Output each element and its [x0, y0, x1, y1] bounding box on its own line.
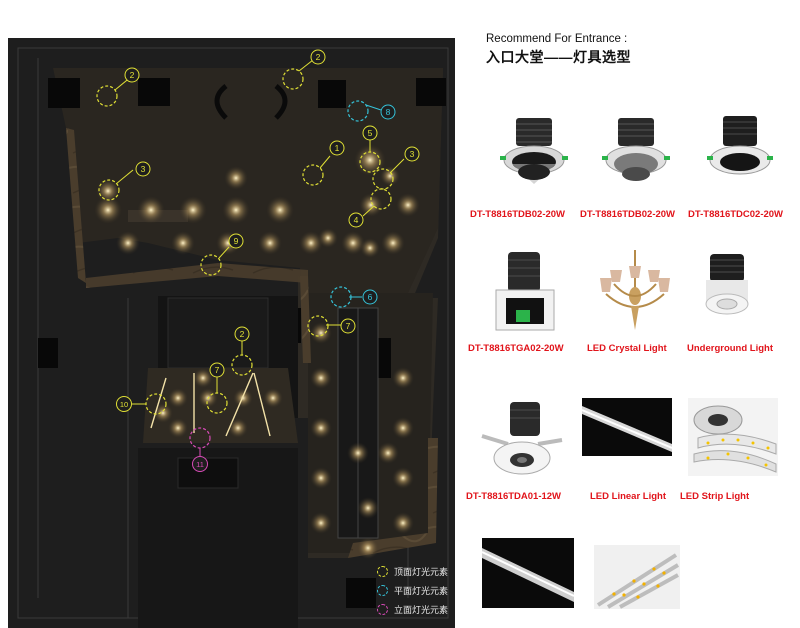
recessed-downlight-black-reflector-icon	[498, 112, 570, 199]
linear-light-profile-icon	[582, 398, 672, 456]
svg-text:6: 6	[368, 292, 373, 302]
product-caption-1: DT-T8816TDB02-20W	[470, 209, 566, 220]
ceiling-marker-icon	[377, 566, 388, 577]
recessed-downlight-black-trim-icon	[705, 112, 775, 199]
svg-text:2: 2	[240, 329, 245, 339]
legend-floor-label: 平面灯光元素	[394, 586, 449, 596]
marker-10: 10	[116, 396, 132, 412]
svg-text:3: 3	[141, 164, 146, 174]
marker-8: 8	[380, 104, 396, 120]
product-caption-5: LED Crystal Light	[587, 343, 667, 354]
legend-ceiling: 顶面灯光元素	[377, 565, 448, 578]
led-bar-strips-icon	[594, 545, 680, 609]
marker-2-b: 2	[310, 49, 326, 65]
marker-4: 4	[348, 212, 364, 228]
svg-text:1: 1	[335, 143, 340, 153]
marker-5: 5	[362, 125, 378, 141]
legend-wall-label: 立面灯光元素	[394, 605, 449, 615]
legend-ceiling-label: 顶面灯光元素	[394, 567, 449, 577]
marker-2-c: 2	[234, 326, 250, 342]
product-caption-6: Underground Light	[687, 343, 774, 354]
marker-3-b: 3	[404, 146, 420, 162]
legend-wall: 立面灯光元素	[377, 603, 448, 616]
crystal-chandelier-icon	[596, 250, 674, 341]
svg-text:4: 4	[354, 215, 359, 225]
marker-11: 11	[192, 456, 208, 472]
marker-1: 1	[329, 140, 345, 156]
recessed-downlight-gray-reflector-icon	[600, 112, 672, 199]
marker-2-a: 2	[124, 67, 140, 83]
legend-floor: 平面灯光元素	[377, 584, 448, 597]
wall-marker-icon	[377, 604, 388, 615]
product-caption-3: DT-T8816TDC02-20W	[688, 209, 784, 220]
svg-text:10: 10	[120, 400, 128, 409]
marker-7-b: 7	[209, 362, 225, 378]
product-caption-2: DT-T8816TDB02-20W	[580, 209, 676, 220]
floor-marker-icon	[377, 585, 388, 596]
svg-text:9: 9	[234, 236, 239, 246]
underground-light-icon	[698, 250, 758, 325]
marker-9: 9	[228, 233, 244, 249]
svg-text:8: 8	[386, 107, 391, 117]
marker-6: 6	[362, 289, 378, 305]
marker-7-a: 7	[340, 318, 356, 334]
svg-text:2: 2	[316, 52, 321, 62]
led-strip-reel-icon	[688, 398, 778, 476]
product-caption-7: DT-T8816TDA01-12W	[466, 491, 562, 502]
product-caption-4: DT-T8816TGA02-20W	[468, 343, 564, 354]
svg-text:11: 11	[196, 460, 204, 469]
section-title-cn: 入口大堂——灯具选型	[486, 49, 631, 65]
svg-text:3: 3	[410, 149, 415, 159]
adjustable-spotlight-icon	[478, 400, 564, 485]
marker-3-a: 3	[135, 161, 151, 177]
lighting-floor-plan: 2 2 3 1 5 3 4 8 9 6 7 2 7 10 11	[8, 38, 455, 628]
svg-text:2: 2	[130, 70, 135, 80]
product-caption-9: LED Strip Light	[680, 491, 750, 502]
svg-text:7: 7	[346, 321, 351, 331]
aluminum-profile-icon	[482, 538, 574, 608]
svg-text:5: 5	[368, 128, 373, 138]
square-recessed-spotlight-icon	[490, 250, 560, 339]
section-title-en: Recommend For Entrance :	[486, 33, 628, 45]
product-caption-8: LED Linear Light	[590, 491, 666, 502]
svg-text:7: 7	[215, 365, 220, 375]
